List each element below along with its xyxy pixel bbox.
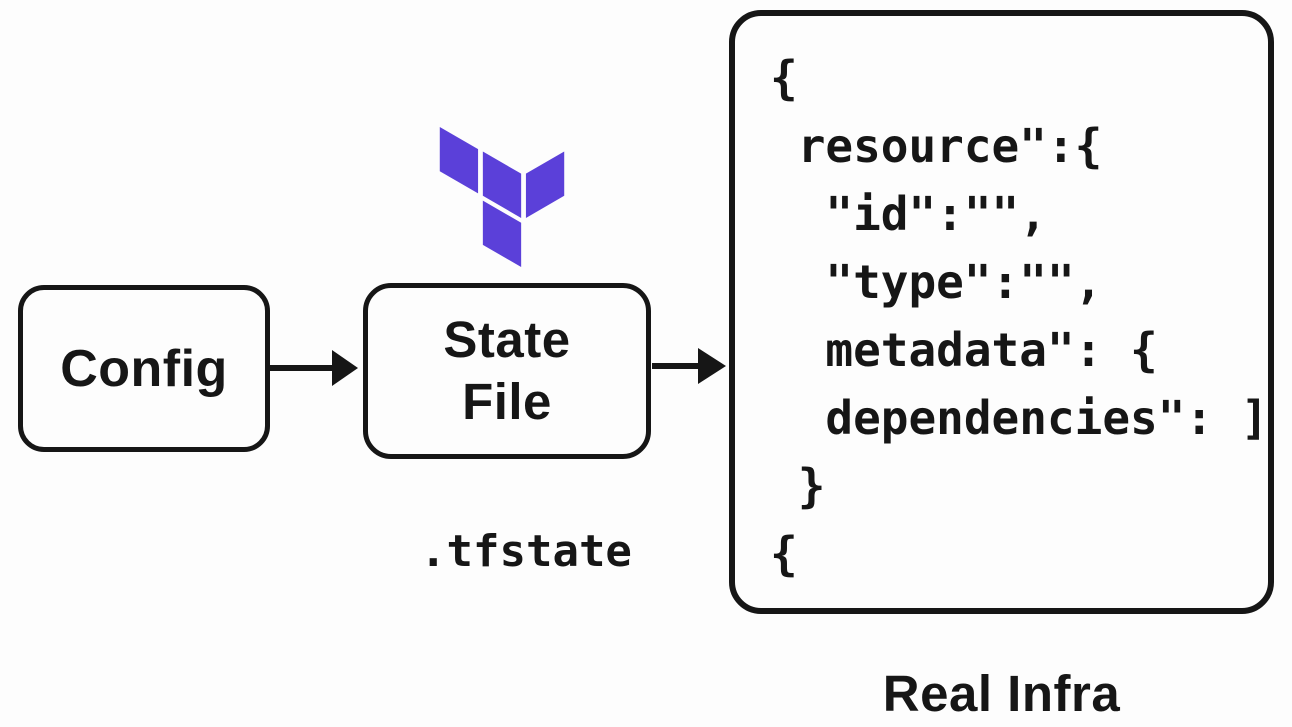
arrow-state-to-infra xyxy=(652,348,726,384)
state-file-label-line2: File xyxy=(462,373,552,430)
state-file-label-line1: State xyxy=(443,311,571,368)
state-file-node: State File xyxy=(363,283,651,459)
state-json-code: { resource":{ "id":"", "type":"", metada… xyxy=(735,16,1269,588)
code-line: "id":"", xyxy=(770,187,1047,241)
code-line: resource":{ xyxy=(770,119,1103,173)
code-line: dependencies": ] xyxy=(770,391,1269,445)
terraform-logo-middle-piece xyxy=(482,151,522,218)
code-line: { xyxy=(770,527,798,581)
code-line: "type":"", xyxy=(770,255,1103,309)
terraform-logo-right-piece xyxy=(525,151,565,218)
code-line: metadata": { xyxy=(770,323,1158,377)
code-line: { xyxy=(770,51,798,105)
terraform-logo-icon xyxy=(439,127,565,267)
code-line: } xyxy=(770,459,826,513)
terraform-logo-bottom-piece xyxy=(482,200,522,267)
state-json-node: { resource":{ "id":"", "type":"", metada… xyxy=(729,10,1274,614)
terraform-logo-left-piece xyxy=(439,127,479,194)
config-node-label: Config xyxy=(60,339,228,398)
arrow-config-to-state xyxy=(270,350,358,386)
real-infra-label: Real Infra xyxy=(882,665,1121,722)
config-node: Config xyxy=(18,285,270,452)
tfstate-filename-label: .tfstate xyxy=(420,526,632,577)
